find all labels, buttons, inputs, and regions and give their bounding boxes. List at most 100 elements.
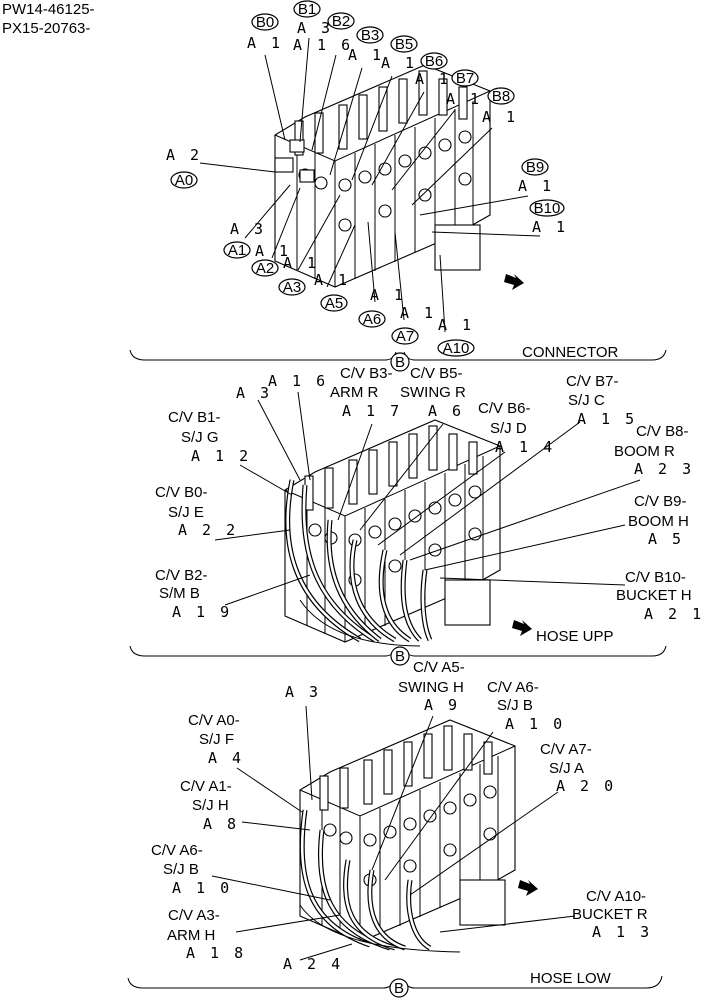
hoses-lower <box>299 809 461 953</box>
code-a3-low: A 1 8 <box>186 944 246 962</box>
panel-connector: B0 B1 B2 B3 B5 B6 B7 B8 B9 B10 A0 A1 A2 <box>129 0 667 372</box>
oval-a2: A2 <box>256 260 274 277</box>
oval-a6: A6 <box>363 311 381 328</box>
label-a1-line1: C/V A1- <box>180 778 232 795</box>
direction-arrow-icon-3 <box>518 880 538 896</box>
connector-leaders <box>199 37 541 333</box>
hose-upp-leaders <box>214 391 641 606</box>
code-a2: A 1 <box>255 242 291 260</box>
oval-a10: A10 <box>443 340 470 357</box>
label-a6-line2: S/J B <box>497 697 533 714</box>
code-b6-upp: A 1 4 <box>495 438 555 456</box>
oval-b0: B0 <box>256 14 274 31</box>
code-b7-upp: A 1 5 <box>577 410 637 428</box>
code-b1-upp: A 1 2 <box>191 447 251 465</box>
code-b5-upp: A 6 <box>428 402 464 420</box>
oval-a1: A1 <box>228 242 246 259</box>
direction-arrow-icon <box>504 274 524 290</box>
label-a7-line2: S/J A <box>549 760 584 777</box>
panel-hose-upp: A 3 A 1 6 C/V B1- S/J G A 1 2 C/V B0- S/… <box>129 365 704 666</box>
marker-b-1 <box>390 352 410 372</box>
label-b0-line2: S/J E <box>168 504 204 521</box>
marker-b-3-text: B <box>394 980 404 997</box>
label-b9-line1: C/V B9- <box>634 493 687 510</box>
code-b7: A 1 <box>446 90 482 108</box>
title-hose-upp: HOSE UPP <box>536 628 614 645</box>
code-a0-low: A 4 <box>208 749 244 767</box>
label-b2-line1: C/V B2- <box>155 567 208 584</box>
label-b1-line2: S/J G <box>181 429 219 446</box>
code-b9: A 1 <box>518 177 554 195</box>
label-b6-line2: S/J D <box>490 420 527 437</box>
code-a10: A 1 <box>438 316 474 334</box>
oval-b10: B10 <box>534 200 561 217</box>
label-a10-line1: C/V A10- <box>586 888 646 905</box>
code-a1-low: A 8 <box>203 815 239 833</box>
doc-ref-1: PW14-46125- <box>2 1 95 18</box>
connector-ovals: B0 B1 B2 B3 B5 B6 B7 B8 B9 B10 A0 A1 A2 <box>170 0 565 357</box>
marker-b-2-text: B <box>395 648 405 665</box>
label-b10-line2: BUCKET H <box>616 587 692 604</box>
label-b0-line1: C/V B0- <box>155 484 208 501</box>
code-a1: A 3 <box>230 220 266 238</box>
code-a5: A 1 <box>314 271 350 289</box>
code-low-a24: A 2 4 <box>283 955 343 973</box>
code-b9-upp: A 5 <box>648 530 684 548</box>
label-b6-line1: C/V B6- <box>478 400 531 417</box>
label-b9-line2: BOOM H <box>628 513 689 530</box>
code-a7: A 1 <box>400 304 436 322</box>
hoses-upper <box>285 479 433 647</box>
label-b3-line1: C/V B3- <box>340 365 393 382</box>
code-a5-low: A 9 <box>424 696 460 714</box>
oval-b8: B8 <box>492 88 510 105</box>
code-b2-upp: A 1 9 <box>172 603 232 621</box>
label-b7-line2: S/J C <box>568 392 605 409</box>
panel-hose-low: A 3 A 2 4 C/V A0- S/J F A 4 C/V A1- S/J … <box>127 659 663 998</box>
code-upp-a16: A 1 6 <box>268 372 328 390</box>
label-b8-line1: C/V B8- <box>636 423 689 440</box>
oval-b9: B9 <box>526 159 544 176</box>
code-b10: A 1 <box>532 218 568 236</box>
oval-b3: B3 <box>361 27 379 44</box>
code-a7-low: A 2 0 <box>556 777 616 795</box>
code-upp-a3: A 3 <box>236 384 272 402</box>
oval-b6: B6 <box>425 53 443 70</box>
code-b8: A 1 <box>482 108 518 126</box>
marker-b-2 <box>390 646 410 666</box>
marker-b-3 <box>389 978 409 998</box>
code-b0-upp: A 2 2 <box>178 521 238 539</box>
hose-low-labels: A 3 A 2 4 C/V A0- S/J F A 4 C/V A1- S/J … <box>151 659 649 973</box>
code-a3: A 1 <box>283 254 319 272</box>
label-a3-line1: C/V A3- <box>168 907 220 924</box>
marker-b-1-text: B <box>395 354 405 371</box>
fitting-a0 <box>274 157 294 173</box>
label-a7-line1: C/V A7- <box>540 741 592 758</box>
code-low-a3: A 3 <box>285 683 321 701</box>
oval-b1: B1 <box>298 1 316 18</box>
label-a5-line2: SWING H <box>398 679 464 696</box>
code-a0: A 2 <box>166 146 202 164</box>
title-connector: CONNECTOR <box>522 344 619 361</box>
code-a6-low: A 1 0 <box>505 715 565 733</box>
oval-b7: B7 <box>456 70 474 87</box>
oval-a5: A5 <box>325 295 343 312</box>
oval-a0: A0 <box>175 172 193 189</box>
title-hose-low: HOSE LOW <box>530 970 612 987</box>
label-a6-line1: C/V A6- <box>487 679 539 696</box>
code-b8-upp: A 2 3 <box>634 460 694 478</box>
label-b10-line1: C/V B10- <box>625 569 686 586</box>
label-b7-line1: C/V B7- <box>566 373 619 390</box>
doc-ref-2: PX15-20763- <box>2 20 90 37</box>
code-b0: A 1 <box>247 34 283 52</box>
connector-codes: A 1 A 3 A 1 6 A 1 A 1 A 1 A 1 A 1 A 1 A … <box>166 19 568 334</box>
label-a10-line2: BUCKET R <box>572 906 648 923</box>
label-b5-line2: SWING R <box>400 384 466 401</box>
label-a6b-line2: S/J B <box>163 861 199 878</box>
label-a3-line2: ARM H <box>167 927 215 944</box>
code-a6b-low: A 1 0 <box>172 879 232 897</box>
label-a5-line1: C/V A5- <box>413 659 465 676</box>
label-b1-line1: C/V B1- <box>168 409 221 426</box>
code-b10-upp: A 2 1 <box>644 605 704 623</box>
label-b5-line1: C/V B5- <box>410 365 463 382</box>
code-b5: A 1 <box>381 54 417 72</box>
